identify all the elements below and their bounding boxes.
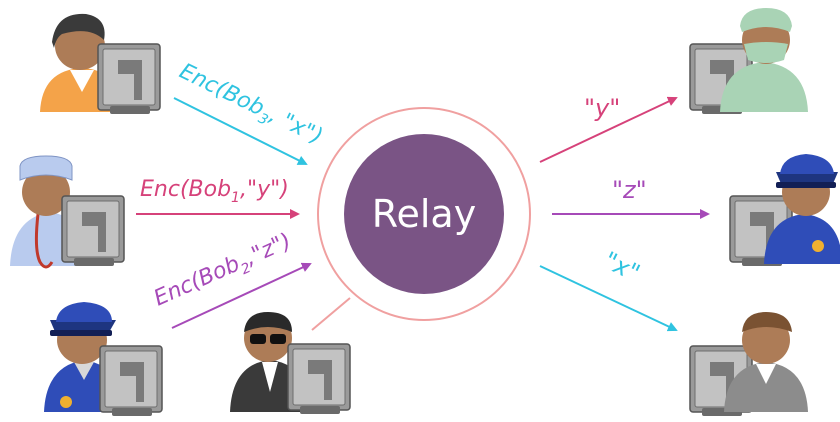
adversary-icon	[230, 312, 351, 415]
relay-node	[344, 134, 504, 294]
arrow-sender-c-to-relay	[171, 262, 312, 329]
sender-b-message-sub: 1	[231, 190, 240, 206]
recipient-x-icon	[689, 312, 808, 417]
sender-c-message-suffix: ,"z")	[242, 229, 295, 271]
recipient-y-message: "y"	[584, 94, 620, 122]
recipient-z-message: "z"	[612, 176, 647, 204]
sender-b-icon	[10, 155, 125, 269]
sender-b-message-suffix: ,"y")	[240, 177, 289, 202]
sender-c-message-prefix: Enc(Bob	[150, 252, 243, 312]
relay-label: Relay	[372, 192, 476, 236]
arrow-relay-to-recipient-x	[539, 265, 678, 332]
sender-b-message-prefix: Enc(Bob	[140, 177, 231, 202]
recipient-x-message: "x"	[599, 246, 644, 287]
sender-a-message-suffix: , "x")	[265, 103, 326, 150]
sender-c-icon	[44, 302, 163, 417]
sender-c-message: Enc(Bob2,"z")	[150, 229, 296, 315]
sender-a-message: Enc(Bob3, "x")	[174, 59, 327, 153]
recipient-z-icon	[729, 154, 840, 267]
adversary-link	[311, 297, 351, 331]
recipient-y-icon	[689, 8, 808, 115]
arrow-relay-to-recipient-y	[539, 96, 678, 163]
sender-a-message-prefix: Enc(Bob	[175, 59, 268, 121]
sender-a-icon	[40, 13, 161, 115]
relay-ring	[317, 107, 531, 321]
arrow-sender-a-to-relay	[173, 97, 308, 165]
sender-b-message: Enc(Bob1,"y")	[140, 177, 289, 206]
